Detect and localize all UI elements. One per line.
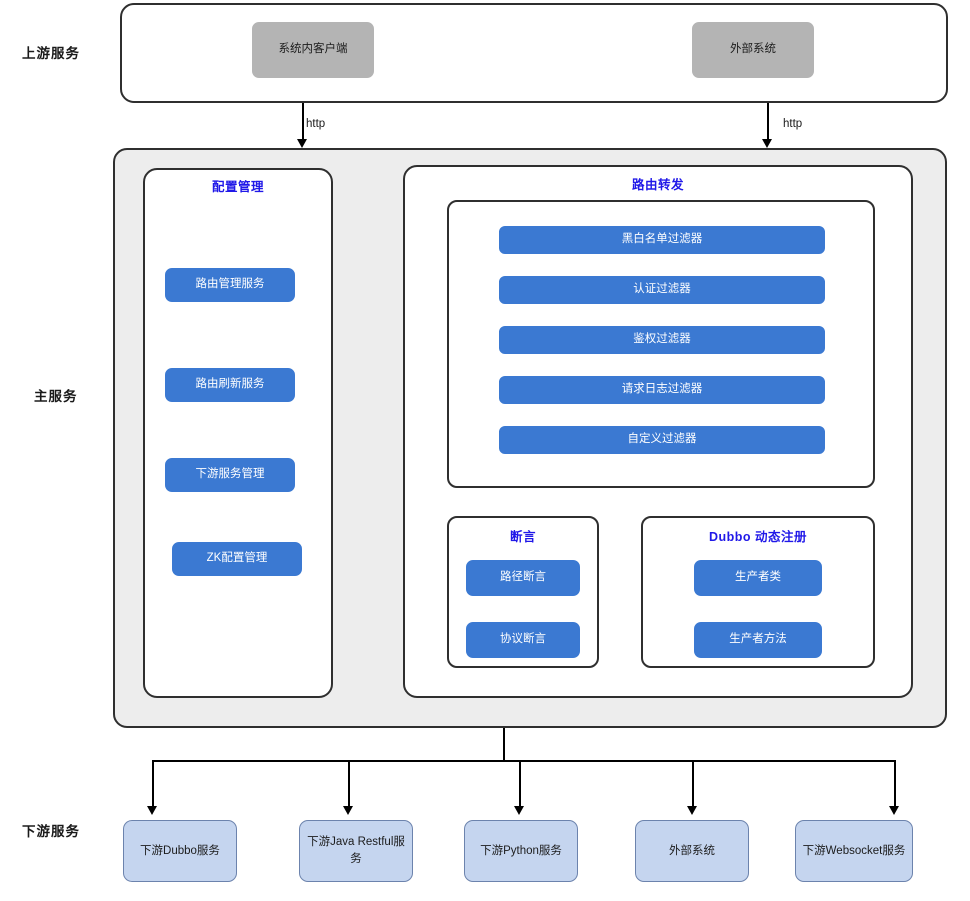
downstream-drop-5 (894, 760, 896, 810)
assertion-item-protocol[interactable]: 协议断言 (466, 622, 580, 658)
downstream-node-label: 外部系统 (669, 844, 715, 857)
config-item-route-refresh[interactable]: 路由刷新服务 (165, 368, 295, 402)
filter-authorization[interactable]: 鉴权过滤器 (499, 326, 825, 354)
downstream-node-python[interactable]: 下游Python服务 (464, 820, 578, 882)
filter-label: 鉴权过滤器 (633, 333, 691, 346)
http-edge-right-arrowhead (762, 139, 772, 148)
downstream-drop-3 (519, 760, 521, 810)
assertion-item-label: 协议断言 (500, 633, 546, 646)
downstream-arrowhead-1 (147, 806, 157, 815)
filter-request-log[interactable]: 请求日志过滤器 (499, 376, 825, 404)
config-item-label: ZK配置管理 (206, 552, 268, 565)
config-item-label: 路由刷新服务 (195, 378, 265, 391)
dubbo-item-label: 生产者方法 (729, 633, 787, 646)
filter-blacklist-whitelist[interactable]: 黑白名单过滤器 (499, 226, 825, 254)
http-edge-left-line (302, 103, 304, 143)
upstream-node-label: 外部系统 (730, 43, 776, 56)
assertion-item-label: 路径断言 (500, 571, 546, 584)
rail-label-main: 主服务 (34, 389, 78, 404)
upstream-node-label: 系统内客户端 (278, 43, 348, 56)
config-item-route-management[interactable]: 路由管理服务 (165, 268, 295, 302)
downstream-node-dubbo[interactable]: 下游Dubbo服务 (123, 820, 237, 882)
filter-label: 请求日志过滤器 (621, 383, 703, 396)
filter-label: 自定义过滤器 (627, 433, 697, 446)
config-management-container (143, 168, 333, 698)
config-management-title: 配置管理 (211, 180, 264, 194)
dubbo-item-producer-method[interactable]: 生产者方法 (694, 622, 822, 658)
filter-label: 黑白名单过滤器 (621, 233, 703, 246)
http-edge-right-line (767, 103, 769, 143)
filter-authentication[interactable]: 认证过滤器 (499, 276, 825, 304)
upstream-node-internal-client[interactable]: 系统内客户端 (252, 22, 374, 78)
downstream-node-external-system[interactable]: 外部系统 (635, 820, 749, 882)
dubbo-item-producer-class[interactable]: 生产者类 (694, 560, 822, 596)
rail-label-downstream: 下游服务 (22, 824, 80, 839)
downstream-bus-rail (152, 760, 894, 762)
dubbo-registry-title: Dubbo 动态注册 (708, 530, 808, 544)
upstream-node-external-system[interactable]: 外部系统 (692, 22, 814, 78)
downstream-bus-stem (503, 728, 505, 761)
rail-label-upstream: 上游服务 (22, 46, 80, 61)
config-item-label: 下游服务管理 (195, 468, 265, 481)
dubbo-item-label: 生产者类 (735, 571, 781, 584)
config-item-label: 路由管理服务 (195, 278, 265, 291)
downstream-node-label: 下游Java Restful服务 (307, 836, 405, 865)
downstream-node-label: 下游Websocket服务 (802, 844, 906, 857)
filter-label: 认证过滤器 (633, 283, 691, 296)
config-item-zk-config[interactable]: ZK配置管理 (172, 542, 302, 576)
assertion-title: 断言 (509, 530, 536, 544)
downstream-node-websocket[interactable]: 下游Websocket服务 (795, 820, 913, 882)
upstream-container (120, 3, 948, 103)
downstream-node-java-restful[interactable]: 下游Java Restful服务 (299, 820, 413, 882)
config-item-downstream-management[interactable]: 下游服务管理 (165, 458, 295, 492)
downstream-arrowhead-4 (687, 806, 697, 815)
http-edge-right-label: http (783, 118, 803, 130)
filter-custom[interactable]: 自定义过滤器 (499, 426, 825, 454)
assertion-item-path[interactable]: 路径断言 (466, 560, 580, 596)
downstream-arrowhead-3 (514, 806, 524, 815)
downstream-arrowhead-2 (343, 806, 353, 815)
http-edge-left-arrowhead (297, 139, 307, 148)
downstream-node-label: 下游Dubbo服务 (140, 844, 220, 857)
downstream-drop-4 (692, 760, 694, 810)
routing-forward-title: 路由转发 (631, 178, 684, 192)
downstream-node-label: 下游Python服务 (480, 844, 562, 857)
http-edge-left-label: http (306, 118, 326, 130)
downstream-drop-2 (348, 760, 350, 810)
downstream-arrowhead-5 (889, 806, 899, 815)
downstream-drop-1 (152, 760, 154, 810)
